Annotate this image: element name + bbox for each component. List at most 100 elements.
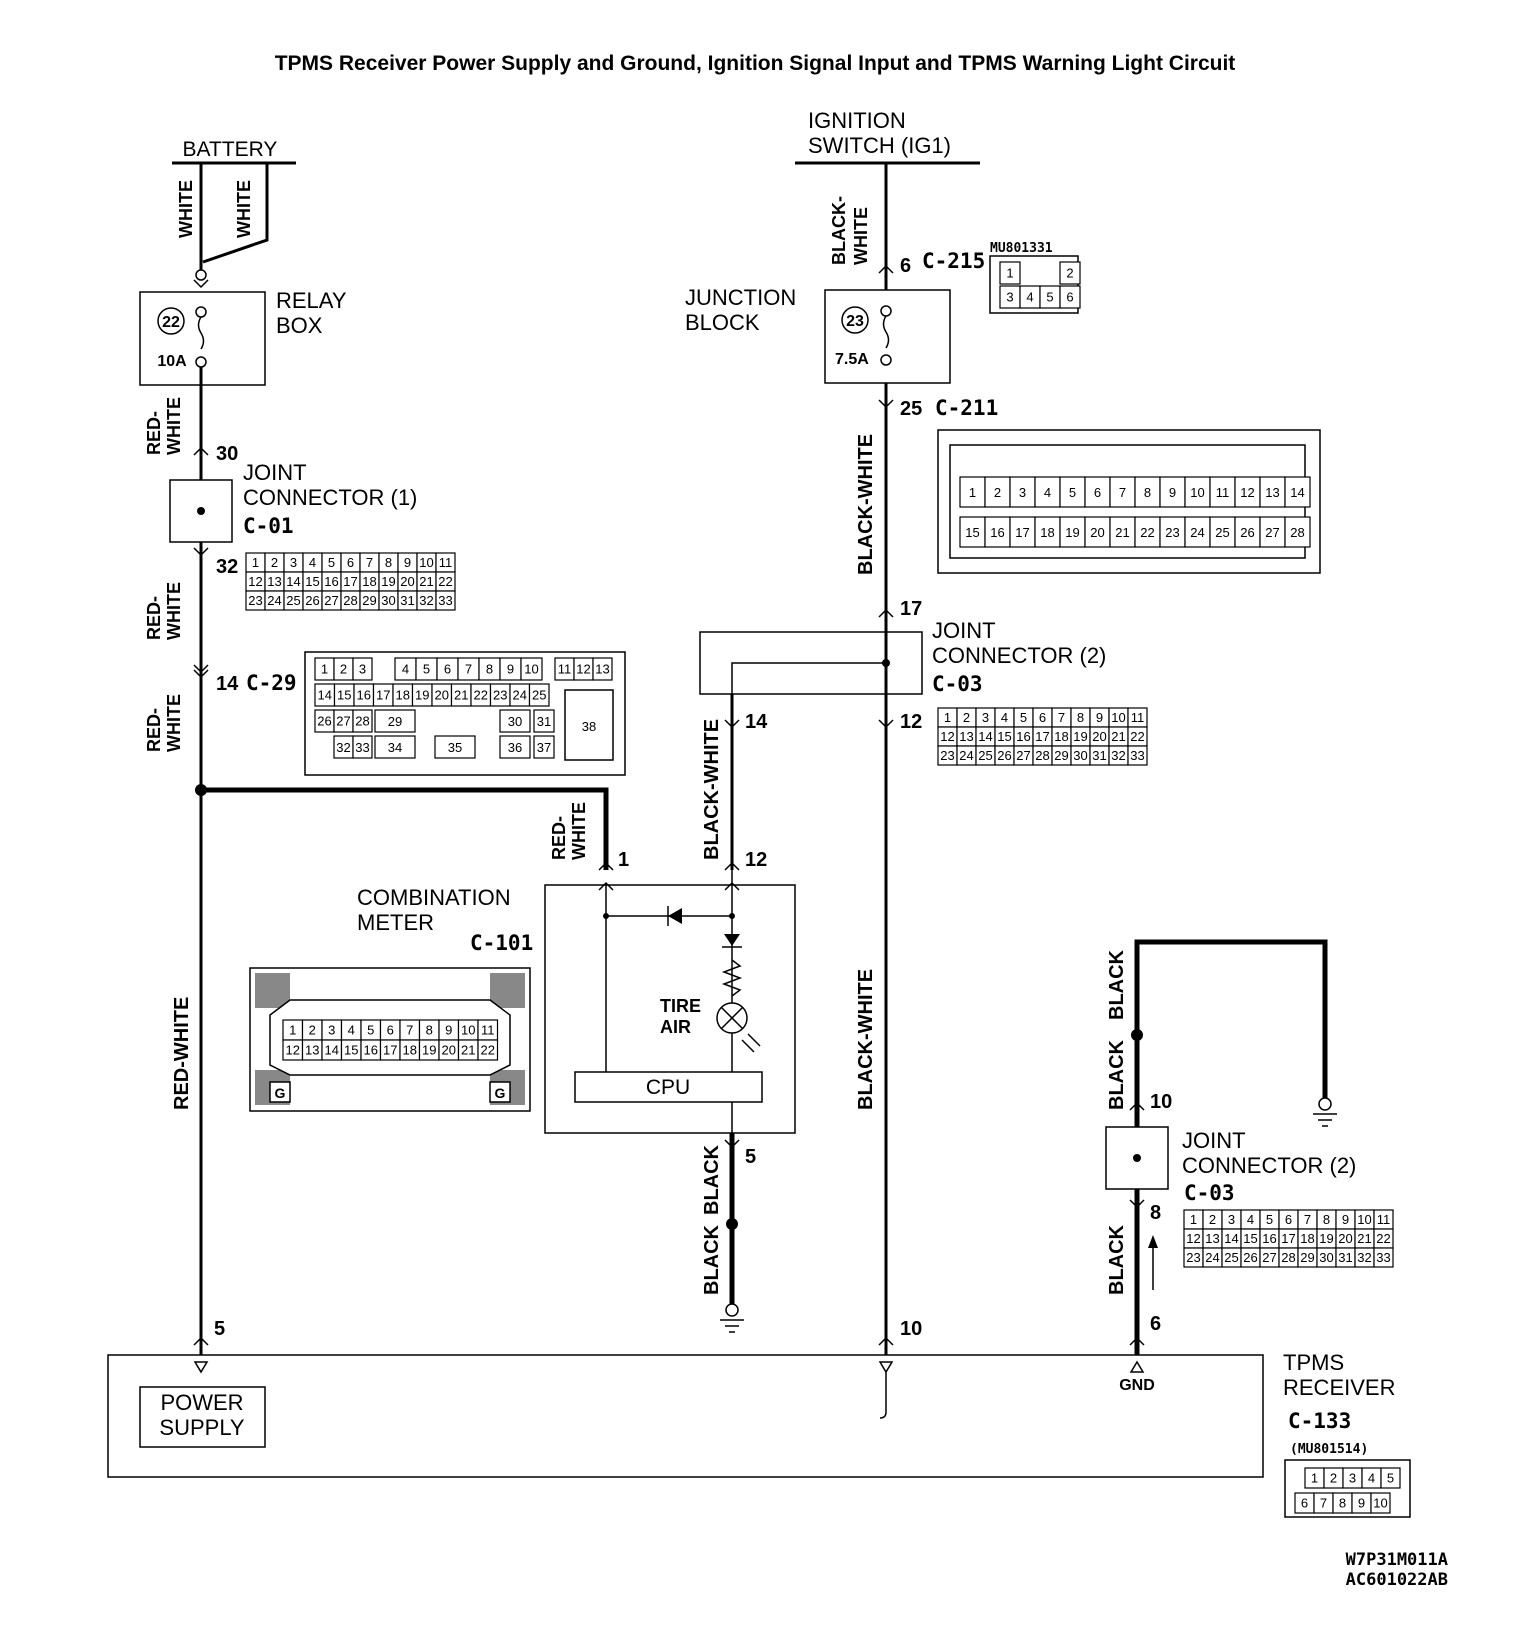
pin-label: 30 — [1319, 1250, 1333, 1265]
jc1-pin-in: 30 — [216, 443, 238, 465]
pin-label: 10 — [461, 1023, 475, 1038]
pin-label: 21 — [461, 1043, 475, 1058]
pin-cell — [352, 709, 373, 733]
pin-label: 23 — [248, 593, 262, 608]
tpms-power-input-marker — [193, 1361, 209, 1374]
c215-part: MU801331 — [990, 241, 1053, 256]
pin-label: 10 — [419, 555, 433, 570]
power-supply-label-1: POWER — [160, 1390, 243, 1415]
pin-label: 9 — [404, 555, 411, 570]
pin-label: 29 — [388, 714, 402, 729]
pin-label: 25 — [1215, 525, 1229, 540]
wire-label-bw-2: BLACK-WHITE — [855, 434, 877, 575]
pin-label: 28 — [1290, 525, 1304, 540]
pin-label: 9 — [1096, 710, 1103, 725]
meter-pin-12: 12 — [745, 849, 767, 871]
pin-cell — [1373, 1247, 1394, 1268]
connector-chevron — [724, 719, 740, 729]
relay-box-label-2: BOX — [276, 313, 323, 338]
pin-label: 16 — [1016, 729, 1030, 744]
pin-label: 14 — [1290, 485, 1304, 500]
pin-label: 21 — [1357, 1231, 1371, 1246]
pin-label: 3 — [290, 555, 297, 570]
pin-cell — [1234, 516, 1261, 548]
pin-label: 2 — [271, 555, 278, 570]
pin-label: 17 — [343, 574, 357, 589]
junction-block-label-2: BLOCK — [685, 310, 760, 335]
pin-cell — [528, 683, 550, 707]
pin-label: 5 — [423, 662, 430, 677]
pin-label: 33 — [438, 593, 452, 608]
tpms-gnd-label: GND — [1119, 1377, 1155, 1394]
c211-name: C-211 — [935, 396, 998, 420]
meter-connector-body — [249, 967, 531, 1112]
pin-cell — [374, 709, 416, 733]
power-supply-label-2: SUPPLY — [159, 1415, 245, 1440]
tpms-connector-body — [1284, 1459, 1411, 1518]
pin-label: 6 — [387, 1023, 394, 1038]
pin-label: 21 — [454, 688, 468, 703]
pin-label: 6 — [347, 555, 354, 570]
pin-label: 30 — [381, 593, 395, 608]
pin-cell — [1284, 516, 1311, 548]
pin-label: 27 — [1016, 748, 1030, 763]
pin-label: 24 — [1190, 525, 1204, 540]
pin-label: 19 — [1065, 525, 1079, 540]
pin-label: 7 — [406, 1023, 413, 1038]
battery-label: BATTERY — [183, 138, 278, 161]
pin-label: 8 — [486, 662, 493, 677]
pin-label: 13 — [959, 729, 973, 744]
connector-chevron — [193, 669, 209, 679]
lamp-filament-b — [720, 1006, 744, 1030]
pin-cell — [499, 735, 531, 759]
pin-label: 5 — [1387, 1471, 1394, 1486]
pin-label: 19 — [415, 688, 429, 703]
meter-pin-5: 5 — [745, 1146, 756, 1168]
diagram-code-2: AC601022AB — [1346, 1570, 1448, 1590]
pin-label: 25 — [978, 748, 992, 763]
pin-label: 16 — [324, 574, 338, 589]
fuse-23-circle — [841, 306, 869, 334]
pin-label: 1 — [1190, 1212, 1197, 1227]
pin-cell — [374, 735, 416, 759]
meter-ground-terminal — [725, 1303, 739, 1317]
pin-label: 11 — [558, 662, 572, 677]
pin-label: 15 — [337, 688, 351, 703]
meter-connector-g-right-label: G — [495, 1085, 506, 1101]
tpms-name: C-133 — [1288, 1409, 1351, 1433]
pin-label: 32 — [336, 740, 350, 755]
pin-label: 28 — [355, 714, 369, 729]
pin-label: 7 — [1320, 1496, 1327, 1511]
connector-chevron — [1129, 1101, 1145, 1111]
pin-label: 5 — [1020, 710, 1027, 725]
pin-cell — [352, 735, 373, 759]
pin-label: 23 — [1186, 1250, 1200, 1265]
jc1-pin-out: 32 — [216, 556, 238, 578]
wire-label-rw-2a: RED- — [144, 596, 164, 640]
pin-label: 5 — [1266, 1212, 1273, 1227]
pin-label: 1 — [1006, 266, 1013, 281]
fuse-22-number: 22 — [162, 314, 180, 331]
pin-label: 17 — [1035, 729, 1049, 744]
pin-label: 9 — [1358, 1496, 1365, 1511]
pin-label: 19 — [1319, 1231, 1333, 1246]
pin-label: 15 — [305, 574, 319, 589]
pin-label: 23 — [1165, 525, 1179, 540]
fuse-23-bottom-terminal — [880, 354, 892, 366]
jc2l-node — [1133, 1154, 1141, 1162]
pin-label: 20 — [435, 688, 449, 703]
pin-cell — [1284, 476, 1311, 508]
pin-label: 19 — [381, 574, 395, 589]
pin-label: 27 — [1262, 1250, 1276, 1265]
meter-resistor — [721, 959, 743, 997]
pin-label: 20 — [1092, 729, 1106, 744]
tpms-label-2: RECEIVER — [1283, 1375, 1395, 1400]
pin-label: 21 — [419, 574, 433, 589]
tpms-receiver-box — [107, 1354, 1264, 1478]
diagram-code-1: W7P31M011A — [1346, 1550, 1448, 1570]
pin-label: 15 — [997, 729, 1011, 744]
pin-cell — [1209, 516, 1236, 548]
pin-label: 14 — [286, 574, 300, 589]
jc2u-name: C-03 — [932, 672, 983, 696]
